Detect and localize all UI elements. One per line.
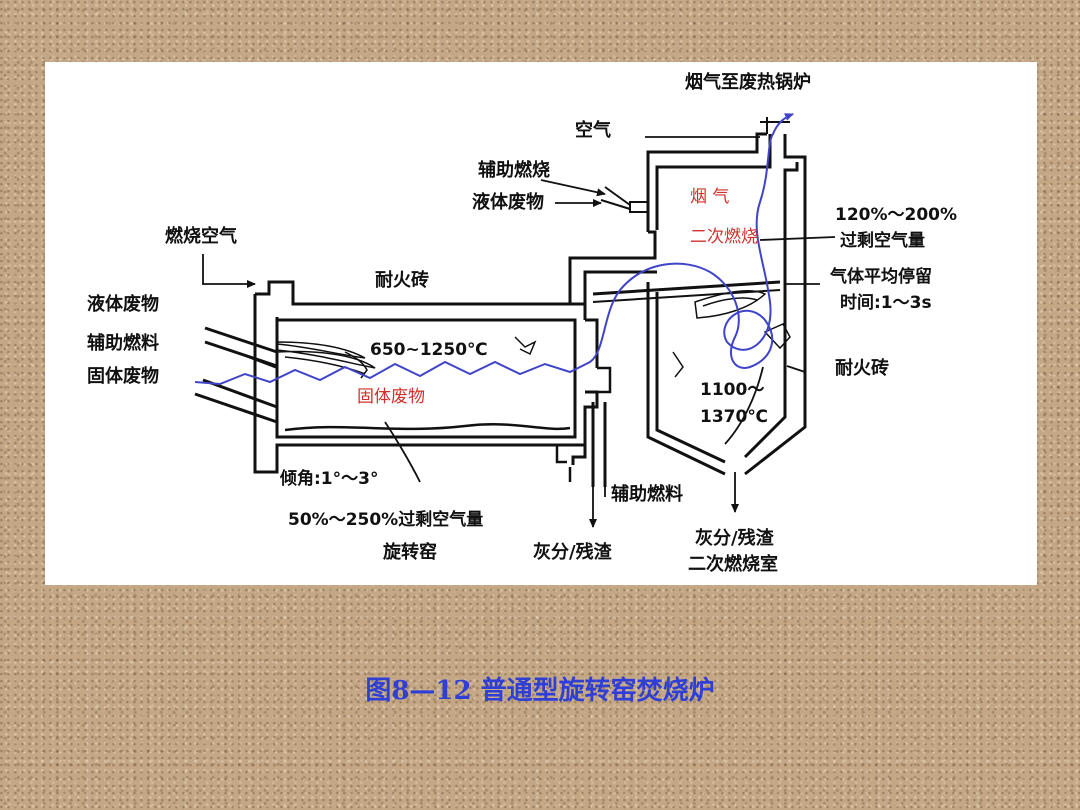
label-combustion-air: 燃烧空气	[165, 225, 237, 247]
secondary-chamber-shell	[592, 117, 807, 476]
label-kiln-temp: 650~1250℃	[370, 340, 488, 360]
diagram-panel: 烟气至废热锅炉 空气 辅助燃烧 液体废物 燃烧空气 耐火砖 液体废物 辅助燃料 …	[45, 62, 1037, 585]
label-secondary-chamber: 二次燃烧室	[688, 553, 778, 575]
label-ash-slag-left: 灰分/残渣	[533, 541, 613, 563]
label-excess-air-kiln: 50%～250%过剩空气量	[288, 509, 483, 530]
incinerator-diagram: 烟气至废热锅炉 空气 辅助燃烧 液体废物 燃烧空气 耐火砖 液体废物 辅助燃料 …	[87, 71, 957, 575]
diagram-labels: 烟气至废热锅炉 空气 辅助燃烧 液体废物 燃烧空气 耐火砖 液体废物 辅助燃料 …	[87, 71, 957, 575]
label-solid-waste-red: 固体废物	[357, 387, 425, 407]
label-excess-air-secondary-range: 120%～200%	[835, 205, 957, 225]
rotary-kiln-shell	[194, 280, 599, 474]
leader-lines	[202, 136, 836, 528]
label-refractory-right: 耐火砖	[835, 357, 889, 379]
label-excess-air-secondary: 过剩空气量	[840, 230, 925, 251]
label-flue-to-boiler: 烟气至废热锅炉	[685, 71, 811, 93]
label-aux-fuel-bottom: 辅助燃料	[611, 483, 683, 505]
label-rotary-kiln: 旋转窑	[382, 541, 437, 563]
kiln-flame	[276, 336, 537, 379]
gas-flow-path	[194, 113, 794, 386]
label-liquid-waste-top: 液体废物	[472, 191, 544, 213]
kiln-bottom-parts	[284, 423, 572, 482]
figure-caption: 图8—12 普通型旋转窑焚烧炉	[365, 676, 715, 706]
label-aux-combustion: 辅助燃烧	[478, 159, 550, 181]
label-tilt-angle: 倾角:1°～3°	[279, 468, 378, 489]
label-aux-fuel-left: 辅助燃料	[87, 332, 159, 354]
label-chamber-temp-1: 1100～	[700, 380, 764, 400]
label-secondary-combustion-red: 二次燃烧	[690, 227, 758, 247]
label-residence-1: 气体平均停留	[829, 266, 932, 287]
label-chamber-temp-2: 1370℃	[700, 407, 768, 427]
label-residence-2: 时间:1～3s	[840, 292, 932, 313]
label-ash-slag-right: 灰分/残渣	[695, 527, 775, 549]
label-flue-gas-red: 烟 气	[690, 187, 729, 207]
label-liquid-waste-left: 液体废物	[87, 293, 159, 315]
label-refractory-top: 耐火砖	[375, 269, 429, 291]
transition-duct	[568, 230, 657, 487]
label-air: 空气	[575, 119, 611, 141]
label-solid-waste-left: 固体废物	[87, 365, 159, 387]
